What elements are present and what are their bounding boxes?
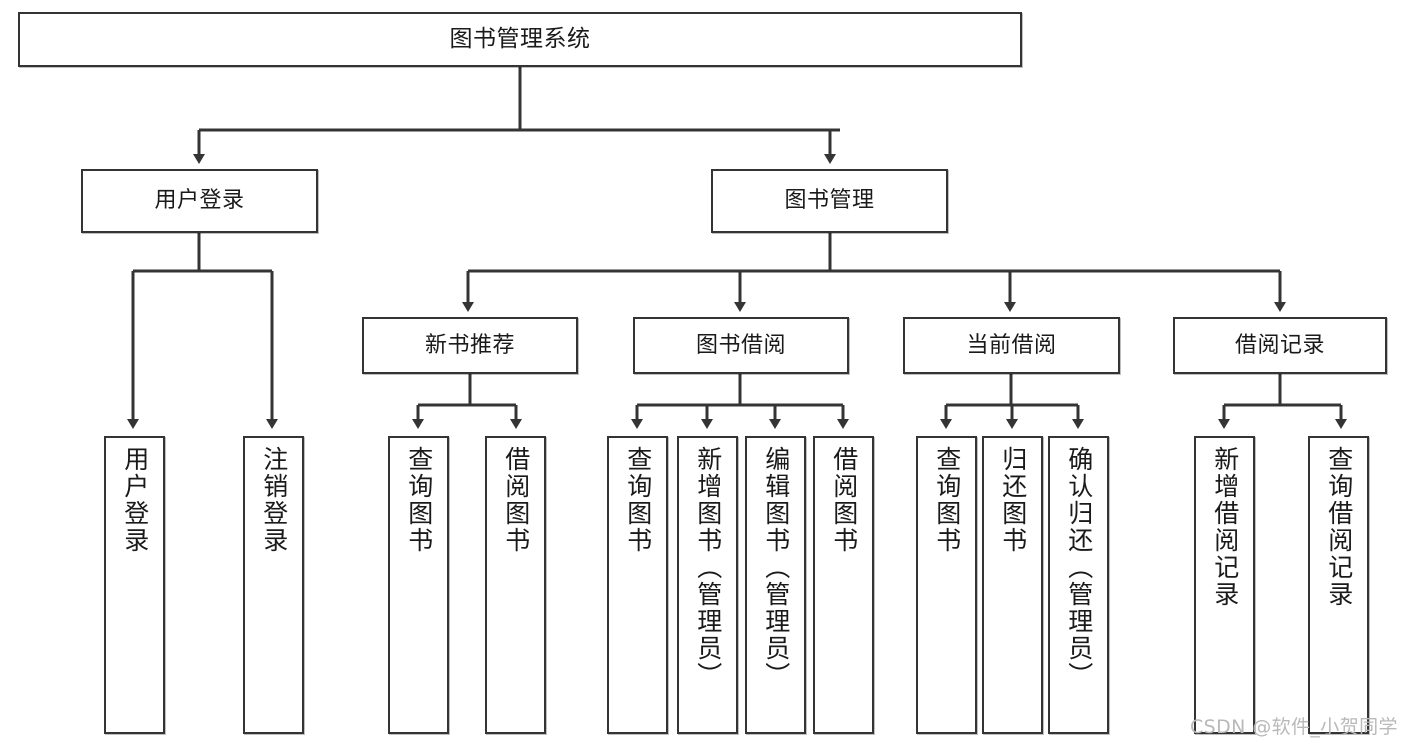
node-root[interactable]: 图书管理系统 (18, 12, 1022, 67)
leaf-node[interactable]: 查询图书 (607, 436, 668, 734)
watermark: CSDN @软件_小贺同学 (1190, 716, 1398, 738)
node-book-management-label: 图书管理 (784, 188, 875, 214)
leaf-node-label: 查询借阅记录 (1324, 446, 1354, 608)
leaf-node-label: 编辑图书（管理员） (761, 446, 791, 689)
node-current-borrow[interactable]: 当前借阅 (903, 317, 1120, 374)
leaf-node[interactable]: 注销登录 (243, 436, 304, 734)
leaf-node[interactable]: 编辑图书（管理员） (745, 436, 806, 734)
leaf-node[interactable]: 借阅图书 (813, 436, 874, 734)
node-new-book-recommend-label: 新书推荐 (424, 332, 515, 358)
leaf-node-label: 查询图书 (932, 446, 962, 554)
node-new-book-recommend[interactable]: 新书推荐 (362, 317, 578, 374)
node-root-label: 图书管理系统 (449, 25, 591, 52)
leaf-node[interactable]: 查询借阅记录 (1308, 436, 1369, 734)
node-book-borrow[interactable]: 图书借阅 (633, 317, 849, 374)
leaf-node-label: 注销登录 (259, 446, 289, 554)
leaf-node[interactable]: 查询图书 (916, 436, 977, 734)
leaf-node[interactable]: 借阅图书 (485, 436, 546, 734)
node-current-borrow-label: 当前借阅 (966, 332, 1057, 358)
leaf-node[interactable]: 新增图书（管理员） (677, 436, 738, 734)
leaf-node[interactable]: 新增借阅记录 (1194, 436, 1255, 734)
node-borrow-record-label: 借阅记录 (1234, 332, 1325, 358)
leaf-node[interactable]: 查询图书 (388, 436, 449, 734)
leaf-node[interactable]: 归还图书 (982, 436, 1043, 734)
leaf-node-label: 查询图书 (623, 446, 653, 554)
leaf-node-label: 确认归还（管理员） (1064, 446, 1094, 689)
node-book-management[interactable]: 图书管理 (711, 169, 948, 233)
leaf-node-label: 新增图书（管理员） (693, 446, 723, 689)
leaf-node-label: 用户登录 (120, 446, 150, 554)
leaf-node-label: 借阅图书 (829, 446, 859, 554)
leaf-node-label: 查询图书 (404, 446, 434, 554)
leaf-node-label: 新增借阅记录 (1210, 446, 1240, 608)
node-user-login[interactable]: 用户登录 (81, 169, 318, 233)
node-borrow-record[interactable]: 借阅记录 (1173, 317, 1387, 374)
node-book-borrow-label: 图书借阅 (695, 332, 786, 358)
node-user-login-label: 用户登录 (154, 188, 245, 214)
leaf-node[interactable]: 确认归还（管理员） (1048, 436, 1109, 734)
leaf-node-label: 归还图书 (998, 446, 1028, 554)
leaf-node-label: 借阅图书 (501, 446, 531, 554)
leaf-node[interactable]: 用户登录 (104, 436, 165, 734)
